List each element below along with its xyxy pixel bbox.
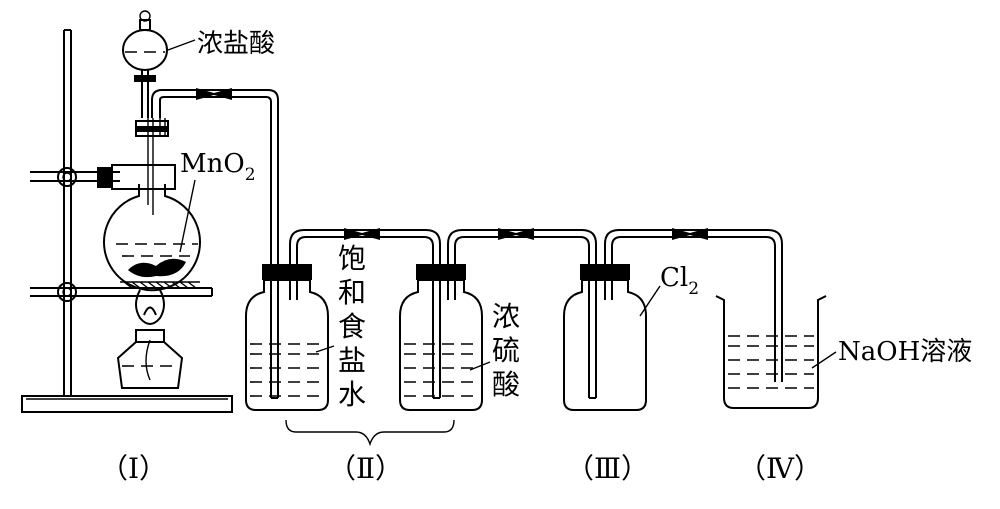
wash-bottle-salt [245,264,329,411]
label-mno2: MnO2 [180,149,256,185]
label-saturated-salt-water: 饱 和 食 盐 水 [338,242,366,411]
apparatus-id-2: （Ⅱ） [328,452,403,485]
brace [285,419,455,447]
label-conc-hcl: 浓盐酸 [197,29,275,59]
svg-text:酸: 酸 [492,368,520,401]
apparatus-4-absorber [715,295,837,409]
separatory-funnel [122,10,168,118]
label-cl2: Cl2 [660,263,699,299]
flask-clamp [30,164,176,190]
apparatus-id-1: （Ⅰ） [100,452,167,485]
round-bottom-flask [103,118,201,292]
label-naoh-solution: NaOH溶液 [838,337,972,367]
apparatus-3-collector [563,264,661,411]
alcohol-burner [116,289,184,389]
svg-text:硫: 硫 [492,334,520,367]
stand-base [21,395,233,413]
apparatus-1-generator [21,10,233,413]
label-conc-sulfuric-acid: 浓 硫 酸 [492,300,520,401]
mno2-solid [128,258,186,278]
wash-bottle-acid [399,264,483,411]
apparatus-2-wash-bottles [245,264,491,447]
stand-rod [63,29,72,396]
ring-support [30,281,213,302]
delivery-tubes [151,88,783,382]
svg-text:水: 水 [338,378,366,411]
svg-text:盐: 盐 [338,344,366,377]
svg-text:和: 和 [338,276,366,309]
svg-text:浓: 浓 [492,300,520,333]
svg-text:食: 食 [338,310,366,343]
apparatus-id-3: （Ⅲ） [566,452,649,485]
apparatus-id-4: （Ⅳ） [738,452,822,485]
svg-text:饱: 饱 [338,242,366,275]
